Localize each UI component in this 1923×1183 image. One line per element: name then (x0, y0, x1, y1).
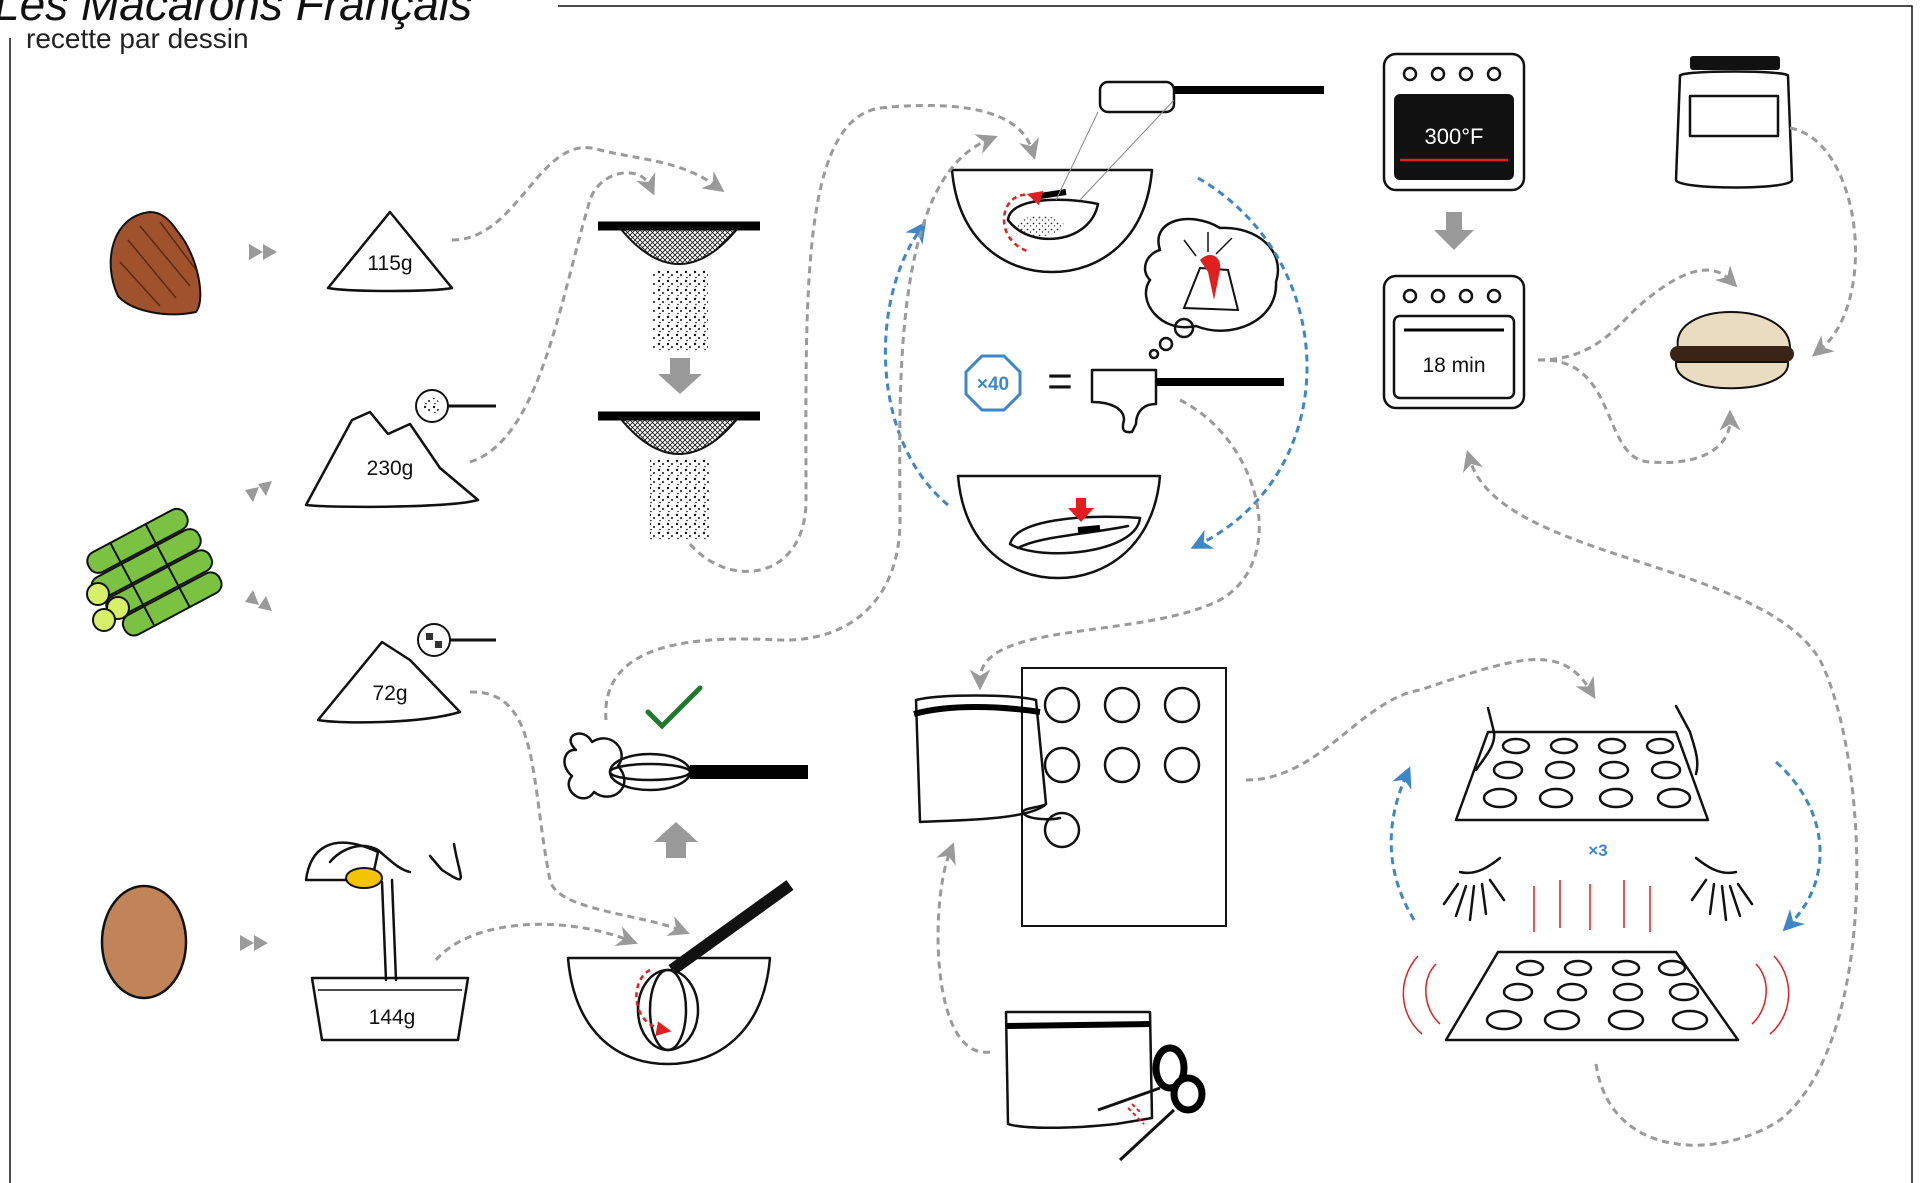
down-arrow-icon (1434, 212, 1474, 250)
tap-count: ×3 (1588, 841, 1607, 860)
almond-icon (109, 210, 202, 316)
tap-loop-arrow-left (1389, 766, 1416, 921)
powdered-sugar-pile: 230g (304, 389, 496, 509)
spatula-icon (1055, 80, 1324, 201)
checkmark-icon (645, 685, 703, 730)
sugarcane-icon (86, 507, 223, 637)
almond-flour-quantity: 115g (367, 252, 412, 275)
sieve-icon (598, 221, 760, 394)
flow-arrows (434, 103, 1859, 1147)
spatula-dripping-icon (1090, 368, 1284, 434)
piping-bag-icon (913, 694, 1062, 824)
piped-circles (1043, 686, 1201, 849)
egg-icon (100, 884, 188, 1000)
fold-count: ×40 (977, 374, 1009, 395)
folding-bowl-top (950, 168, 1154, 274)
scissors-icon (1097, 1044, 1206, 1162)
egg-whites-bowl: 144g (300, 841, 470, 1042)
hands-icon (1442, 856, 1754, 922)
macaron-icon (1670, 311, 1794, 390)
egg-whites-quantity: 144g (369, 1006, 416, 1029)
oven-icon: 18 min (1382, 274, 1526, 410)
baking-sheet-icon (1021, 667, 1227, 927)
granulated-sugar-quantity: 72g (372, 682, 407, 705)
granulated-sugar-spoon-icon (417, 623, 496, 657)
ingredient-arrows (240, 244, 277, 951)
fold-loop-arrow-left (884, 221, 949, 507)
whisk-bowl (566, 822, 794, 1066)
sieve-icon (598, 411, 760, 540)
thought-bubble (1143, 217, 1280, 360)
whisk-icon (563, 685, 808, 800)
fold-count-octagon: ×40 = (964, 354, 1073, 412)
jar-icon (1674, 56, 1794, 189)
tap-vibration-lines (1402, 880, 1790, 1035)
tray-tapped (1444, 950, 1740, 1042)
tray-lifted (1454, 704, 1710, 822)
folding-bowl-bottom (956, 474, 1162, 580)
almond-flour-pile: 115g (326, 210, 454, 293)
oven-temperature: 300°F (1425, 124, 1484, 149)
tap-loop-arrow-right (1775, 760, 1822, 932)
fold-loop-arrow-right (1190, 176, 1309, 549)
powdered-sugar-quantity: 230g (367, 457, 414, 480)
oven-icon: 300°F (1382, 52, 1526, 192)
cut-bag (1004, 1010, 1154, 1130)
down-arrow-icon (658, 358, 702, 394)
granulated-sugar-pile: 72g (316, 623, 496, 724)
up-arrow-icon (654, 822, 698, 858)
equals-sign: = (1047, 357, 1073, 406)
bake-time: 18 min (1422, 354, 1485, 377)
page-subtitle: recette par dessin (26, 23, 249, 54)
powdered-sugar-spoon-icon (415, 389, 496, 423)
page-title: Les Macarons Français (0, 0, 472, 30)
